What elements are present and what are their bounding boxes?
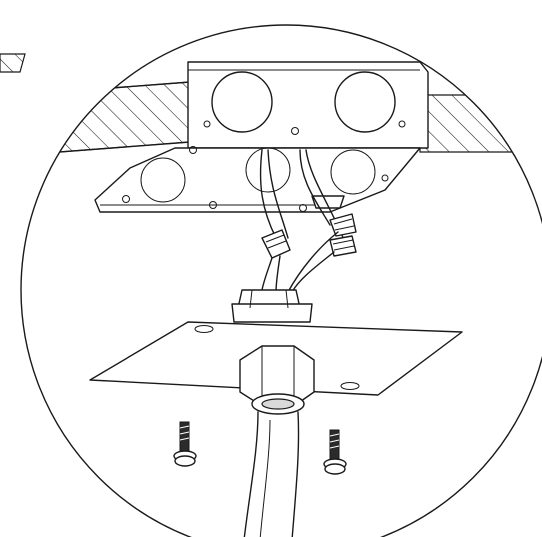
crossbar-bracket — [94, 146, 421, 213]
junction-box — [187, 61, 429, 149]
wire-nut — [261, 229, 291, 259]
conduit-nut — [239, 345, 315, 415]
wire-nut — [329, 235, 357, 257]
cord-grip-bushing — [231, 289, 313, 323]
fixture-cord — [243, 411, 300, 537]
wire-nut — [329, 213, 357, 237]
mounting-screw-left — [173, 421, 197, 467]
ceiling-fragment-outside — [0, 53, 26, 73]
mounting-screw-right — [323, 429, 347, 475]
